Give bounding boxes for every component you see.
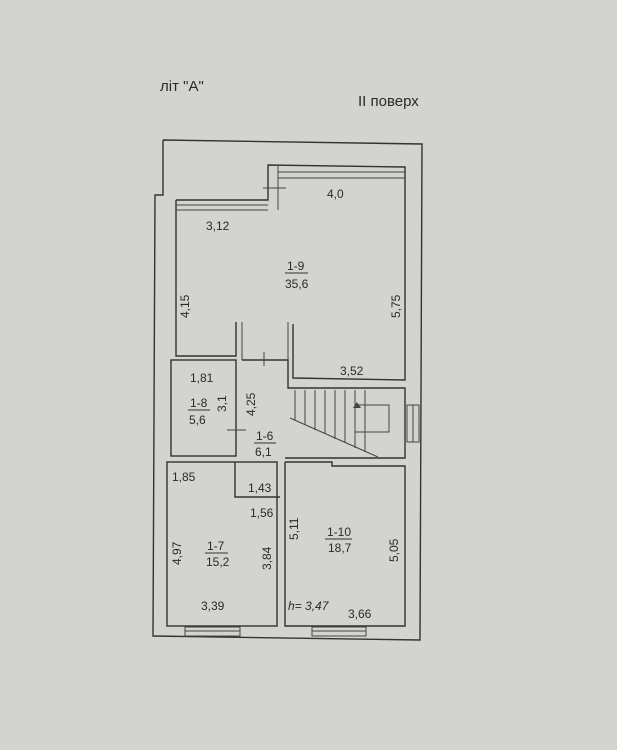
svg-text:1,85: 1,85 (172, 470, 196, 484)
svg-text:h= 3,47: h= 3,47 (288, 599, 330, 613)
svg-text:18,7: 18,7 (328, 541, 352, 555)
svg-text:4,15: 4,15 (178, 294, 192, 318)
room-1-7: 1-7 15,2 (205, 539, 230, 569)
building-letter: літ "А" (160, 78, 204, 95)
svg-text:3,84: 3,84 (260, 546, 274, 570)
floor-label: II поверх (358, 93, 419, 110)
svg-text:1-7: 1-7 (207, 539, 225, 553)
room-1-6: 1-6 6,1 (254, 429, 276, 459)
svg-text:1,56: 1,56 (250, 506, 274, 520)
windows (184, 404, 420, 637)
svg-text:6,1: 6,1 (255, 445, 272, 459)
svg-text:1,43: 1,43 (248, 481, 272, 495)
svg-text:35,6: 35,6 (285, 277, 309, 291)
room-1-8: 1-8 5,6 (188, 396, 210, 427)
svg-text:1-8: 1-8 (190, 396, 208, 410)
svg-text:4,97: 4,97 (170, 541, 184, 565)
svg-text:1-9: 1-9 (287, 259, 305, 273)
svg-text:4,0: 4,0 (327, 187, 344, 201)
room-1-9: 1-9 35,6 (285, 259, 309, 291)
walls (152, 139, 423, 641)
svg-text:5,11: 5,11 (287, 517, 301, 540)
staircase (289, 390, 390, 458)
svg-text:3,1: 3,1 (215, 395, 229, 412)
room-1-10: 1-10 18,7 (325, 525, 352, 555)
svg-text:5,6: 5,6 (189, 413, 206, 427)
svg-text:3,66: 3,66 (348, 607, 372, 621)
svg-text:15,2: 15,2 (206, 555, 230, 569)
svg-text:5,05: 5,05 (387, 538, 401, 562)
svg-text:1,81: 1,81 (190, 371, 214, 385)
svg-text:5,75: 5,75 (389, 294, 403, 318)
dimensions: 4,0 3,12 4,15 5,75 3,52 1,81 3,1 4,25 1,… (170, 187, 403, 621)
svg-text:4,25: 4,25 (244, 392, 258, 416)
svg-text:3,39: 3,39 (201, 599, 225, 613)
svg-text:3,12: 3,12 (206, 219, 230, 233)
svg-text:1-6: 1-6 (256, 429, 274, 443)
stair-direction-arrow-icon (353, 402, 361, 408)
svg-text:3,52: 3,52 (340, 364, 364, 378)
svg-text:1-10: 1-10 (327, 525, 351, 539)
